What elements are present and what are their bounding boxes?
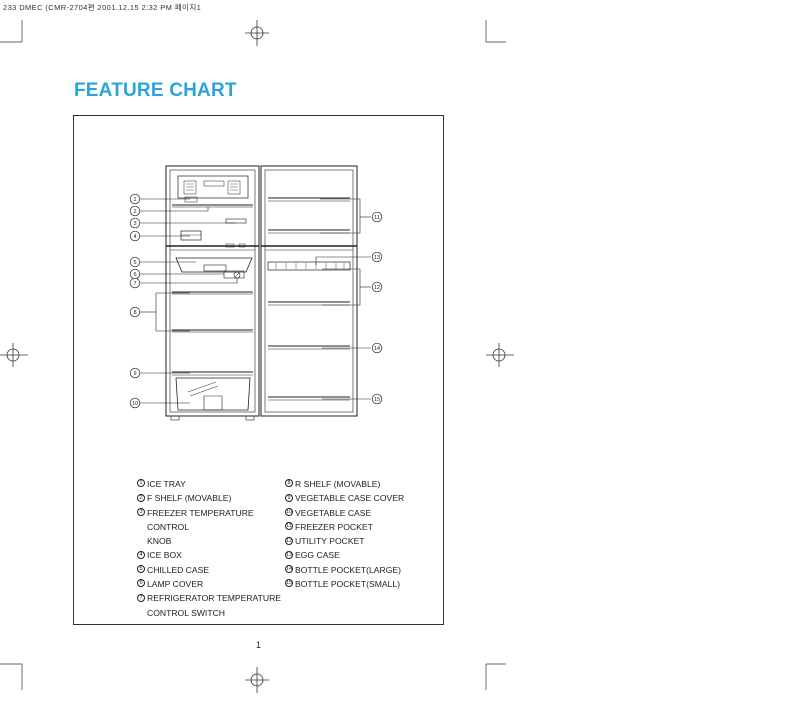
legend-label: ICE TRAY bbox=[147, 479, 186, 489]
legend-label: R SHELF (MOVABLE) bbox=[295, 479, 381, 489]
legend-number: 3 bbox=[137, 507, 145, 516]
svg-text:13: 13 bbox=[374, 255, 380, 261]
legend-label: EGG CASE bbox=[295, 550, 340, 561]
legend-number: 14 bbox=[285, 565, 293, 574]
legend-label: REFRIGERATOR TEMPERATURE bbox=[147, 593, 282, 604]
legend-number: 5 bbox=[137, 565, 145, 574]
legend-label: ICE BOX bbox=[147, 550, 182, 561]
svg-text:1: 1 bbox=[133, 197, 136, 203]
svg-text:5: 5 bbox=[133, 260, 136, 266]
callout-12: 12 bbox=[371, 281, 383, 293]
legend-label: CHILLED CASE bbox=[147, 564, 210, 575]
legend-number: 13 bbox=[285, 550, 293, 559]
print-header: 233 DMEC (CMR-2704편 2001.12.15 2:32 PM 페… bbox=[3, 3, 202, 12]
svg-text:4: 4 bbox=[133, 234, 136, 240]
callout-13: 13 bbox=[371, 251, 383, 263]
svg-text:6: 6 bbox=[133, 272, 136, 278]
legend-label: FREEZER POCKET bbox=[295, 521, 373, 532]
callout-1: 1 bbox=[129, 193, 141, 205]
svg-text:10: 10 bbox=[132, 401, 138, 407]
callout-6: 6 bbox=[129, 268, 141, 280]
callout-10: 10 bbox=[129, 397, 141, 409]
legend-number: 12 bbox=[285, 536, 293, 545]
svg-text:7: 7 bbox=[133, 281, 136, 287]
legend-label: BOTTLE POCKET(LARGE) bbox=[295, 564, 402, 575]
callout-9: 9 bbox=[129, 367, 141, 379]
legend-label: VEGETABLE CASE COVER bbox=[295, 493, 405, 504]
legend-number: 11 bbox=[285, 522, 293, 531]
legend-number: 7 bbox=[137, 593, 145, 602]
svg-text:8: 8 bbox=[133, 310, 136, 316]
callout-2: 2 bbox=[129, 205, 141, 217]
svg-text:12: 12 bbox=[374, 285, 380, 291]
legend-number: 9 bbox=[285, 493, 293, 502]
registration-mark-top bbox=[245, 20, 269, 46]
legend-label: LAMP COVER bbox=[147, 579, 204, 590]
svg-text:15: 15 bbox=[374, 397, 380, 403]
svg-text:11: 11 bbox=[374, 215, 380, 221]
page-number: 1 bbox=[256, 640, 262, 650]
registration-mark-bottom bbox=[245, 667, 269, 693]
legend-label: UTILITY POCKET bbox=[295, 536, 365, 547]
registration-mark-right bbox=[486, 343, 514, 367]
legend-number: 15 bbox=[285, 579, 293, 588]
callout-14: 14 bbox=[371, 342, 383, 354]
door-right bbox=[260, 165, 358, 417]
svg-text:3: 3 bbox=[133, 221, 136, 227]
feature-chart-frame bbox=[73, 115, 444, 625]
callout-15: 15 bbox=[371, 393, 383, 405]
callout-5: 5 bbox=[129, 256, 141, 268]
callout-3: 3 bbox=[129, 217, 141, 229]
legend-label-cont: CONTROL SWITCH bbox=[147, 607, 225, 618]
legend-label: F SHELF (MOVABLE) bbox=[147, 493, 232, 504]
legend-number: 10 bbox=[285, 507, 293, 516]
svg-text:2: 2 bbox=[133, 209, 136, 215]
svg-text:14: 14 bbox=[374, 346, 380, 352]
callout-7: 7 bbox=[129, 277, 141, 289]
legend-number: 8 bbox=[285, 479, 293, 488]
legend-label-cont: KNOB bbox=[147, 536, 172, 547]
svg-text:9: 9 bbox=[133, 371, 136, 377]
legend-label: VEGETABLE CASE bbox=[295, 507, 372, 518]
freezer-compartment-left bbox=[165, 165, 260, 417]
legend-number: 4 bbox=[137, 550, 145, 559]
callout-11: 11 bbox=[371, 211, 383, 223]
legend-label: BOTTLE POCKET(SMALL) bbox=[295, 579, 401, 590]
page-title: FEATURE CHART bbox=[74, 80, 237, 101]
legend-number: 1 bbox=[137, 479, 145, 488]
legend-number: 2 bbox=[137, 493, 145, 502]
registration-mark-left bbox=[0, 343, 28, 367]
legend-number: 6 bbox=[137, 579, 145, 588]
callout-8: 8 bbox=[129, 306, 141, 318]
callout-4: 4 bbox=[129, 230, 141, 242]
legend-label: FREEZER TEMPERATURE CONTROL bbox=[147, 507, 254, 532]
